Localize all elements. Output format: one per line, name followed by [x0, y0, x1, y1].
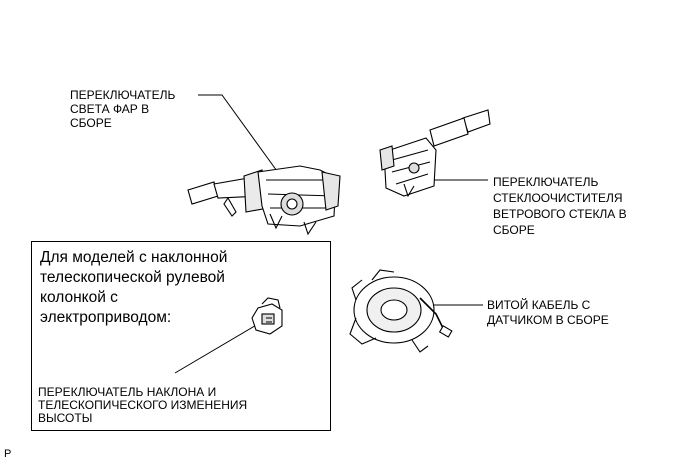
spiral-cable-drawing	[349, 269, 453, 353]
tilt-switch-drawing	[251, 297, 283, 335]
tilt-switch-label: ПЕРЕКЛЮЧАТЕЛЬ НАКЛОНА И ТЕЛЕСКОПИЧЕСКОГО…	[38, 385, 248, 425]
tilt-leader	[174, 323, 259, 374]
spiral-cable-label: ВИТОЙ КАБЕЛЬ С ДАТЧИКОМ В СБОРЕ	[487, 298, 609, 327]
headlight-leader	[198, 94, 283, 179]
wiper-switch-drawing	[379, 109, 491, 198]
headlight-switch-label: ПЕРЕКЛЮЧАТЕЛЬ СВЕТА ФАР В СБОРЕ	[70, 88, 176, 130]
note-text: Для моделей с наклонной телескопической …	[40, 249, 228, 326]
headlight-switch-drawing	[187, 165, 341, 236]
corner-mark: P	[4, 448, 12, 460]
tilt-telescopic-note-box: Для моделей с наклонной телескопической …	[31, 241, 331, 431]
wiper-switch-label: ПЕРЕКЛЮЧАТЕЛЬ СТЕКЛООЧИСТИТЕЛЯ ВЕТРОВОГО…	[493, 175, 627, 237]
